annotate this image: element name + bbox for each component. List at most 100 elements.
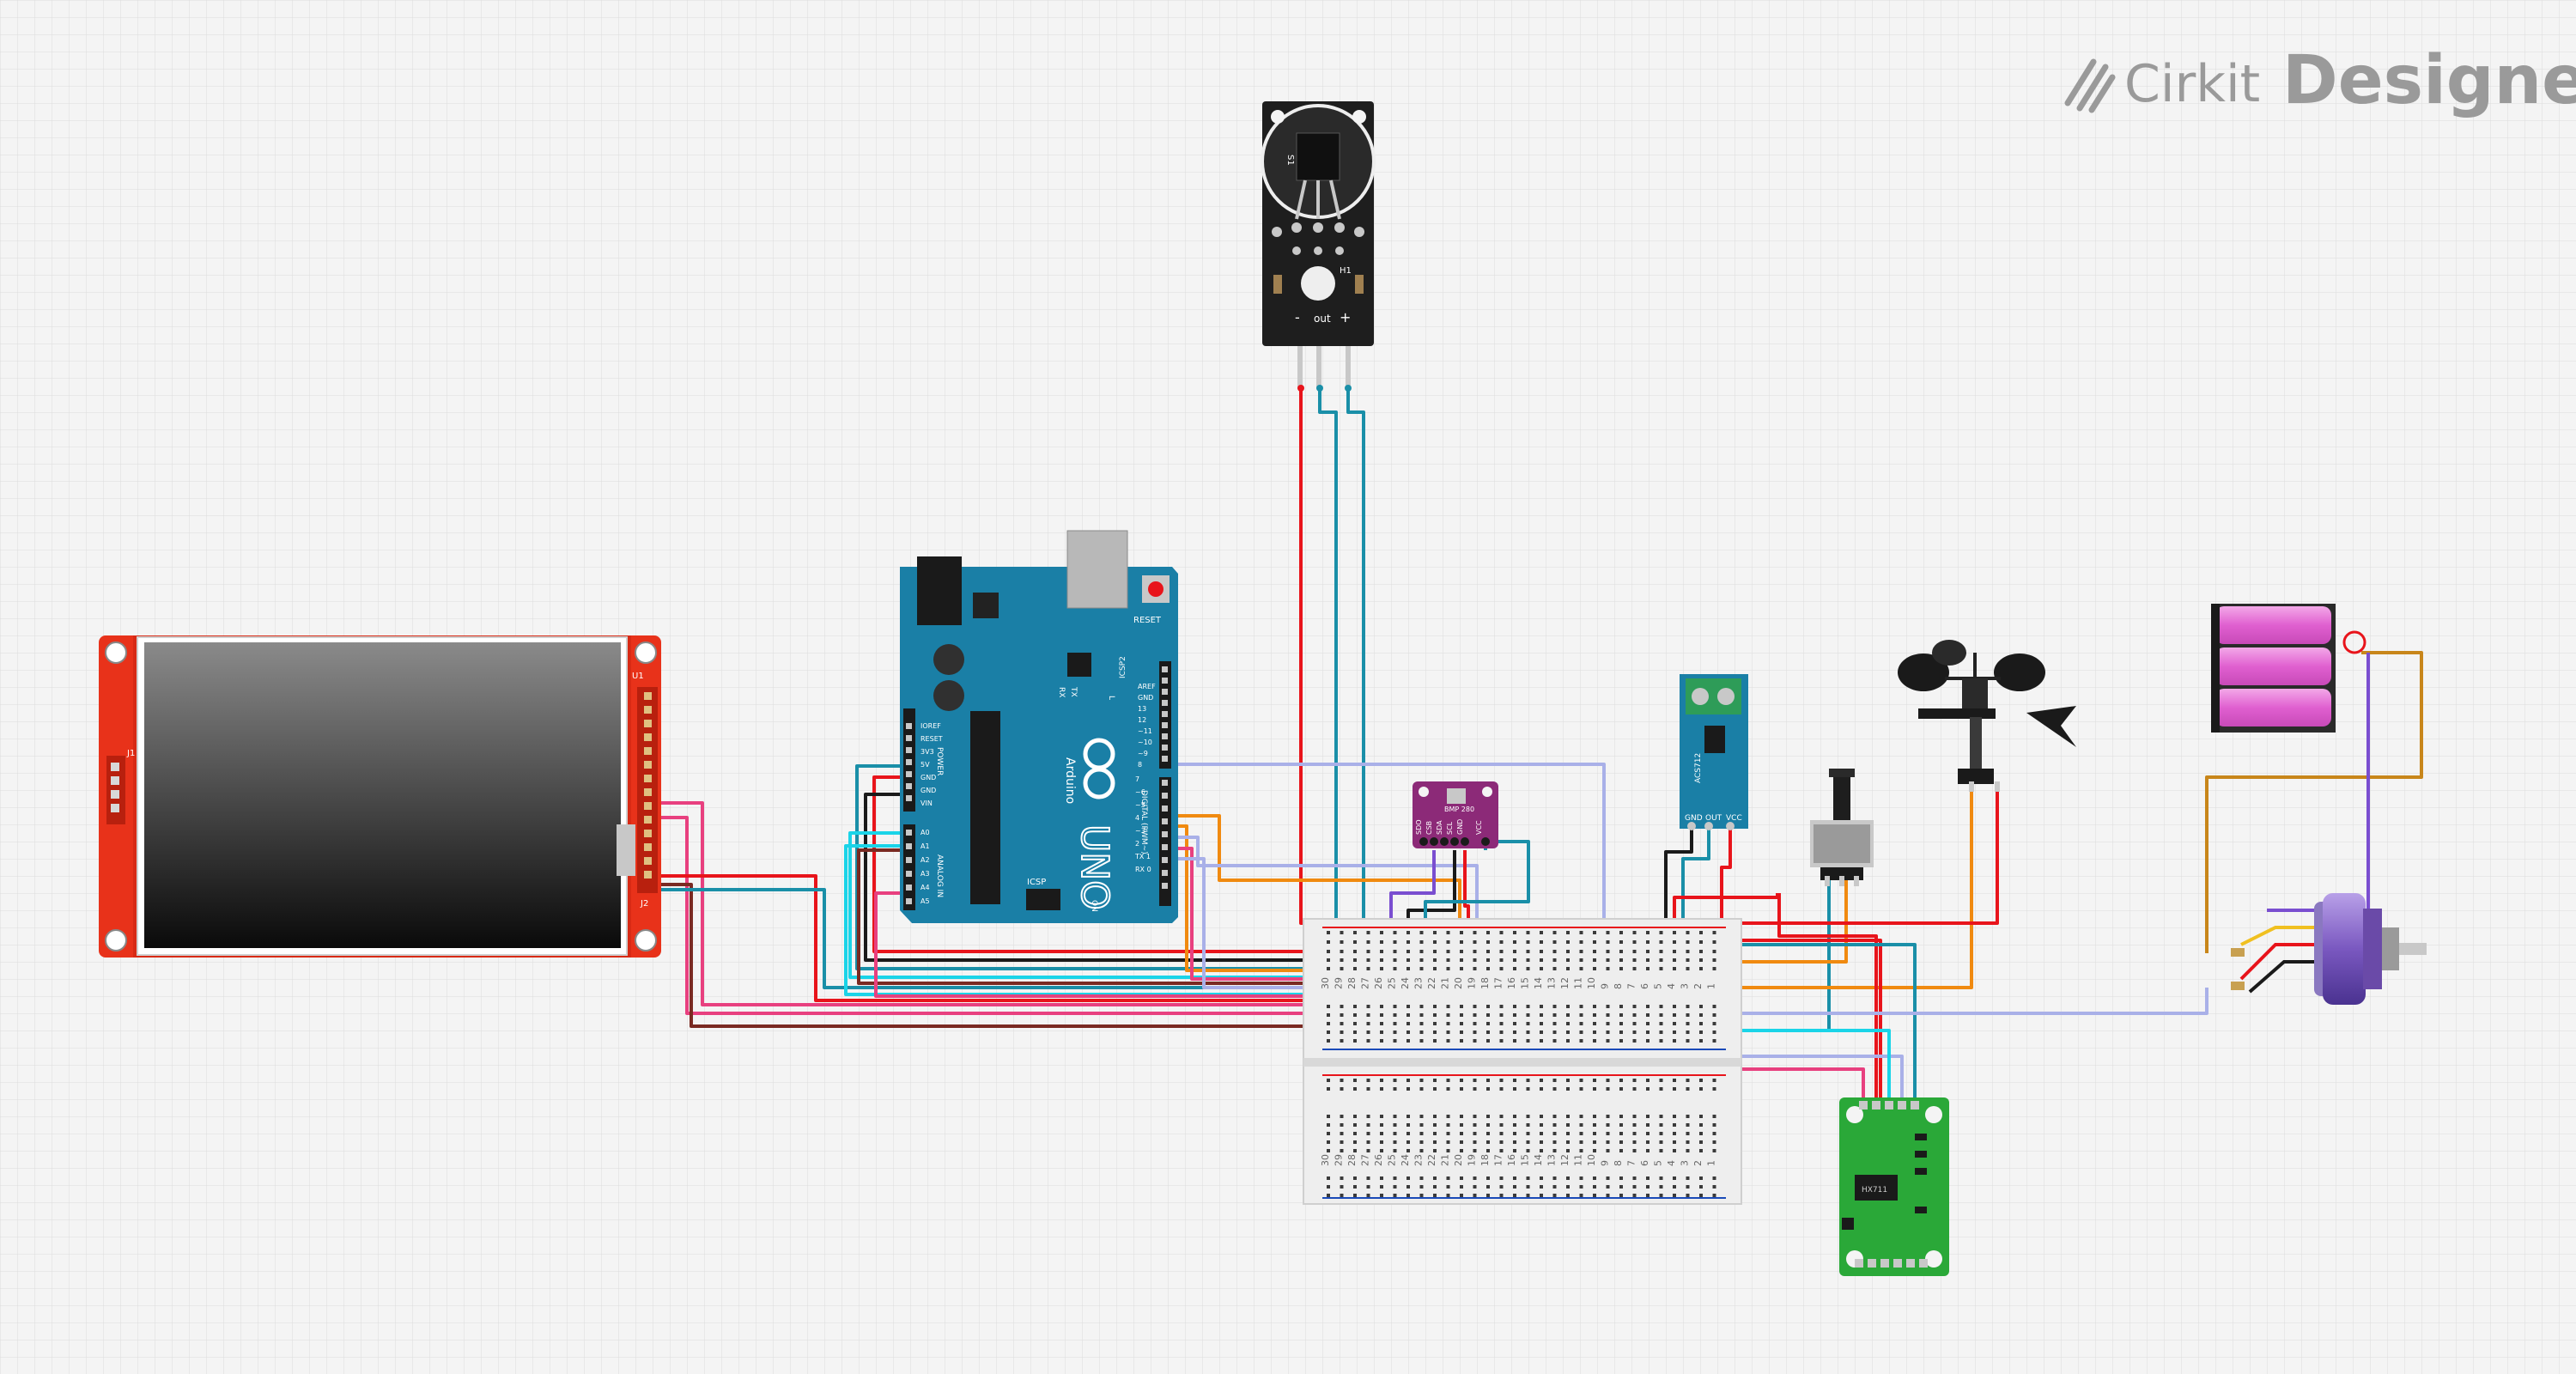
breadboard-hole[interactable] [1406, 1123, 1410, 1127]
breadboard-hole[interactable] [1353, 950, 1357, 953]
breadboard-hole[interactable] [1646, 1132, 1649, 1135]
breadboard-hole[interactable] [1686, 967, 1690, 970]
breadboard-hole[interactable] [1366, 1013, 1370, 1017]
breadboard-hole[interactable] [1659, 1039, 1663, 1043]
breadboard-hole[interactable] [1366, 1039, 1370, 1043]
breadboard-hole[interactable] [1593, 950, 1596, 953]
breadboard-hole[interactable] [1699, 931, 1703, 934]
breadboard-hole[interactable] [1699, 950, 1703, 953]
breadboard-hole[interactable] [1353, 1039, 1357, 1043]
breadboard-hole[interactable] [1473, 1176, 1477, 1180]
breadboard-hole[interactable] [1446, 1022, 1450, 1025]
breadboard-hole[interactable] [1366, 1149, 1370, 1152]
breadboard-hole[interactable] [1473, 967, 1477, 970]
breadboard-hole[interactable] [1433, 1039, 1437, 1043]
potentiometer[interactable] [1810, 769, 1874, 886]
breadboard-hole[interactable] [1460, 1005, 1463, 1008]
breadboard-hole[interactable] [1460, 1030, 1463, 1034]
breadboard-hole[interactable] [1526, 940, 1530, 944]
breadboard-hole[interactable] [1513, 931, 1516, 934]
breadboard-hole[interactable] [1380, 1132, 1383, 1135]
breadboard-hole[interactable] [1552, 1132, 1557, 1135]
breadboard-hole[interactable] [1380, 1039, 1383, 1043]
breadboard-hole[interactable] [1579, 958, 1583, 962]
breadboard-hole[interactable] [1579, 1030, 1583, 1034]
breadboard-hole[interactable] [1473, 1079, 1477, 1082]
breadboard-hole[interactable] [1566, 958, 1570, 962]
breadboard-hole[interactable] [1526, 1087, 1530, 1091]
breadboard-hole[interactable] [1513, 967, 1516, 970]
breadboard-hole[interactable] [1699, 1123, 1703, 1127]
breadboard-hole[interactable] [1393, 931, 1397, 934]
breadboard-hole[interactable] [1327, 940, 1330, 944]
tft-pin[interactable] [644, 747, 652, 755]
breadboard-hole[interactable] [1526, 1132, 1530, 1135]
breadboard-hole[interactable] [1619, 967, 1623, 970]
breadboard-hole[interactable] [1406, 1132, 1410, 1135]
breadboard-hole[interactable] [1646, 1039, 1649, 1043]
breadboard-hole[interactable] [1460, 1013, 1463, 1017]
breadboard-hole[interactable] [1513, 1022, 1516, 1025]
breadboard-hole[interactable] [1579, 1087, 1583, 1091]
breadboard-hole[interactable] [1473, 950, 1477, 953]
breadboard-hole[interactable] [1686, 958, 1690, 962]
breadboard-hole[interactable] [1486, 1030, 1490, 1034]
breadboard-hole[interactable] [1646, 950, 1649, 953]
breadboard-hole[interactable] [1460, 1149, 1463, 1152]
breadboard-hole[interactable] [1473, 1149, 1477, 1152]
breadboard-hole[interactable] [1460, 967, 1463, 970]
breadboard-hole[interactable] [1433, 1030, 1437, 1034]
breadboard-hole[interactable] [1606, 1123, 1610, 1127]
anemometer[interactable] [1898, 640, 2076, 792]
breadboard-hole[interactable] [1593, 967, 1596, 970]
breadboard-hole[interactable] [1632, 950, 1637, 953]
breadboard-hole[interactable] [1526, 931, 1530, 934]
breadboard-hole[interactable] [1673, 1079, 1676, 1082]
breadboard-hole[interactable] [1460, 931, 1463, 934]
breadboard-hole[interactable] [1366, 1087, 1370, 1091]
breadboard-hole[interactable] [1673, 1115, 1676, 1118]
breadboard-hole[interactable] [1473, 1115, 1477, 1118]
breadboard-hole[interactable] [1419, 1176, 1424, 1180]
breadboard-hole[interactable] [1659, 1132, 1663, 1135]
arduino-pin[interactable] [906, 771, 912, 777]
breadboard-hole[interactable] [1460, 1039, 1463, 1043]
breadboard-hole[interactable] [1540, 1194, 1543, 1197]
breadboard-hole[interactable] [1712, 1132, 1716, 1135]
breadboard-hole[interactable] [1499, 1079, 1504, 1082]
breadboard-hole[interactable] [1340, 1030, 1344, 1034]
breadboard-hole[interactable] [1566, 1013, 1570, 1017]
breadboard-hole[interactable] [1499, 1140, 1504, 1144]
breadboard-hole[interactable] [1552, 1022, 1557, 1025]
breadboard-hole[interactable] [1619, 958, 1623, 962]
breadboard-hole[interactable] [1366, 1185, 1370, 1189]
breadboard-hole[interactable] [1699, 1013, 1703, 1017]
breadboard-hole[interactable] [1366, 1079, 1370, 1082]
breadboard-hole[interactable] [1632, 1149, 1637, 1152]
breadboard-hole[interactable] [1579, 1005, 1583, 1008]
breadboard-hole[interactable] [1433, 1132, 1437, 1135]
breadboard-hole[interactable] [1393, 1005, 1397, 1008]
breadboard-hole[interactable] [1499, 967, 1504, 970]
breadboard-hole[interactable] [1540, 950, 1543, 953]
arduino-pin[interactable] [1162, 666, 1168, 672]
breadboard-hole[interactable] [1340, 1022, 1344, 1025]
breadboard-hole[interactable] [1673, 931, 1676, 934]
breadboard-hole[interactable] [1659, 1194, 1663, 1197]
breadboard-hole[interactable] [1433, 958, 1437, 962]
breadboard-hole[interactable] [1552, 950, 1557, 953]
breadboard-hole[interactable] [1340, 1039, 1344, 1043]
breadboard-hole[interactable] [1353, 1185, 1357, 1189]
breadboard-hole[interactable] [1659, 1013, 1663, 1017]
breadboard-hole[interactable] [1327, 1039, 1330, 1043]
breadboard-hole[interactable] [1673, 1140, 1676, 1144]
breadboard-hole[interactable] [1446, 1140, 1450, 1144]
breadboard-hole[interactable] [1632, 931, 1637, 934]
breadboard-hole[interactable] [1619, 1087, 1623, 1091]
breadboard-hole[interactable] [1460, 950, 1463, 953]
breadboard-hole[interactable] [1699, 1022, 1703, 1025]
breadboard-hole[interactable] [1366, 950, 1370, 953]
breadboard-hole[interactable] [1419, 1013, 1424, 1017]
breadboard-hole[interactable] [1659, 1115, 1663, 1118]
breadboard-hole[interactable] [1340, 1149, 1344, 1152]
